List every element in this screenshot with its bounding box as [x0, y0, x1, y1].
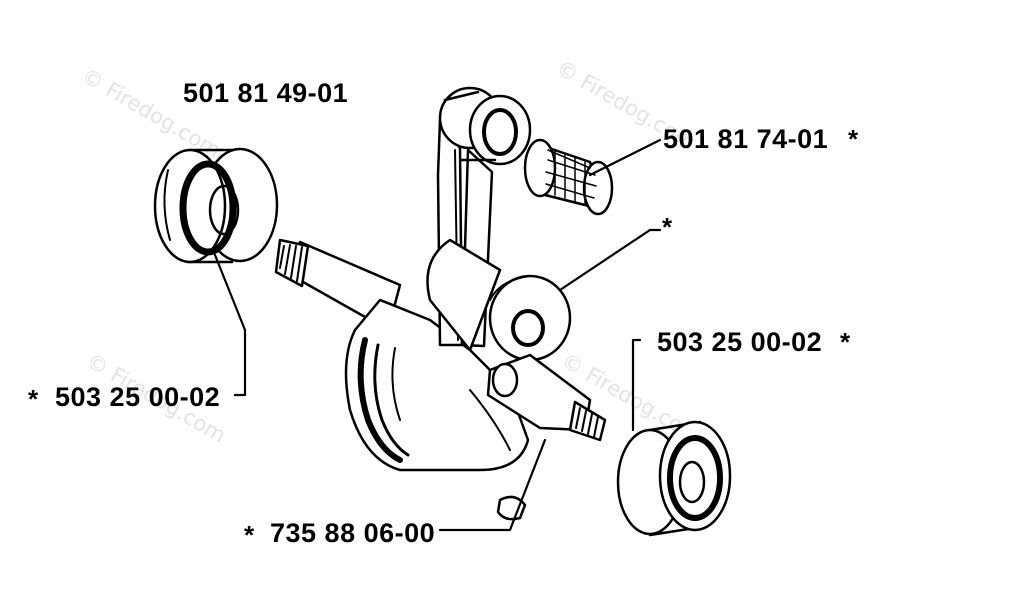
crank-pin-marker: * — [662, 212, 673, 242]
woodruff-key-marker: * — [244, 520, 255, 550]
leader-lines — [213, 138, 662, 532]
left-ball-bearing-marker: * — [28, 384, 39, 414]
part-number-right-ball-bearing[interactable]: 503 25 00-02 — [657, 327, 823, 357]
left-ball-bearing-drawing — [153, 147, 279, 264]
right-ball-bearing-marker: * — [840, 327, 851, 357]
crankshaft-right-journal — [486, 353, 607, 442]
part-number-left-ball-bearing[interactable]: 503 25 00-02 — [55, 382, 221, 412]
part-number-needle-bearing[interactable]: 501 81 74-01 — [663, 124, 829, 154]
woodruff-key-drawing — [496, 495, 527, 521]
connecting-rod — [426, 86, 532, 352]
needle-bearing-drawing — [523, 138, 614, 216]
part-number-crankshaft[interactable]: 501 81 49-01 — [183, 78, 349, 108]
crank-pin — [488, 274, 572, 362]
part-number-woodruff-key[interactable]: 735 88 06-00 — [270, 518, 436, 548]
needle-bearing-marker: * — [848, 124, 859, 154]
right-ball-bearing-drawing — [616, 420, 732, 537]
crankshaft-web — [344, 298, 530, 472]
